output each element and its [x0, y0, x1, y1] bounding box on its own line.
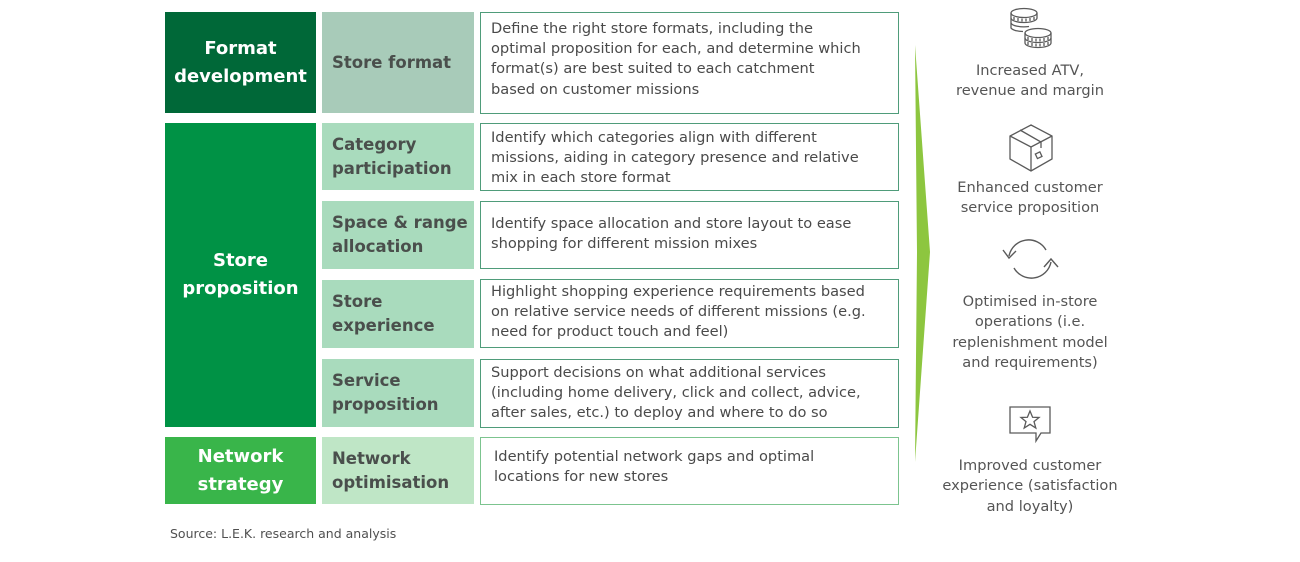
description-line: Support decisions on what additional ser… — [491, 364, 827, 381]
description-line: (including home delivery, click and coll… — [491, 384, 861, 402]
item-store-format: Store format — [322, 12, 474, 113]
item-label: proposition — [332, 395, 439, 414]
item-label: Space & range — [332, 213, 468, 232]
description-space-range-allocation: Identify space allocation and store layo… — [480, 201, 899, 269]
group-label-line: development — [174, 65, 307, 87]
star-speech-bubble-icon — [1009, 406, 1051, 444]
description-line: Define the right store formats, includin… — [491, 20, 813, 37]
item-label: experience — [332, 316, 435, 335]
outcome-line: service proposition — [960, 199, 1100, 217]
description-service-proposition: Support decisions on what additional ser… — [480, 359, 899, 428]
description-store-experience: Highlight shopping experience requiremen… — [480, 279, 899, 348]
coins-icon — [1010, 7, 1052, 49]
arrow-chevron-icon — [915, 45, 930, 462]
description-line: mix in each store format — [491, 169, 671, 187]
outcome-line: and loyalty) — [986, 497, 1074, 515]
outcome-line: Optimised in-store — [962, 293, 1098, 310]
group-label-line: strategy — [197, 473, 284, 495]
item-space-range-allocation: Space & range allocation — [322, 201, 474, 269]
group-label-line: Network — [197, 445, 284, 467]
description-line: Highlight shopping experience requiremen… — [491, 283, 865, 300]
outcome-optimised-operations: Optimised in-store operations (i.e. repl… — [930, 292, 1130, 373]
group-label-line: proposition — [182, 278, 299, 299]
item-label: participation — [332, 158, 452, 178]
outcome-line: replenishment model — [952, 333, 1108, 351]
outcome-line: operations (i.e. — [974, 313, 1086, 331]
item-label: Network — [332, 448, 411, 468]
description-line: format(s) are best suited to each catchm… — [491, 60, 815, 78]
description-network-optimisation: Identify potential network gaps and opti… — [480, 437, 899, 505]
item-store-experience: Store experience — [322, 280, 474, 348]
group-label-line: Store — [212, 250, 269, 271]
description-store-format: Define the right store formats, includin… — [480, 12, 899, 114]
description-line: on relative service needs of different m… — [491, 303, 866, 321]
description-line: Identify which categories align with dif… — [491, 129, 817, 146]
cycle-arrows-icon — [1002, 239, 1059, 279]
item-label: Store format — [332, 52, 452, 72]
item-label: optimisation — [332, 472, 450, 492]
outcome-line: Improved customer — [958, 457, 1102, 474]
description-line: shopping for different mission mixes — [491, 235, 758, 253]
description-line: based on customer missions — [491, 80, 700, 98]
box-icon — [1009, 124, 1053, 172]
group-label-line: Format — [204, 37, 277, 59]
group-store-proposition: Store proposition — [165, 123, 316, 427]
description-line: Identify potential network gaps and opti… — [494, 448, 815, 465]
description-line: after sales, etc.) to deploy and where t… — [491, 404, 828, 422]
description-line: locations for new stores — [494, 468, 669, 486]
item-network-optimisation: Network optimisation — [322, 437, 474, 504]
outcome-line: experience (satisfaction — [942, 477, 1118, 495]
group-format-development: Format development — [165, 12, 316, 113]
outcome-increased-atv: Increased ATV, revenue and margin — [930, 61, 1130, 102]
outcome-line: and requirements) — [962, 353, 1098, 371]
description-line: missions, aiding in category presence an… — [491, 149, 859, 167]
description-line: optimal proposition for each, and determ… — [491, 40, 861, 58]
source-note: Source: L.E.K. research and analysis — [170, 526, 397, 541]
outcome-improved-experience: Improved customer experience (satisfacti… — [930, 456, 1130, 517]
item-label: Category — [332, 134, 417, 154]
outcome-enhanced-service: Enhanced customer service proposition — [930, 178, 1130, 219]
item-category-participation: Category participation — [322, 123, 474, 190]
item-service-proposition: Service proposition — [322, 359, 474, 427]
group-network-strategy: Network strategy — [165, 437, 316, 504]
outcome-line: revenue and margin — [956, 82, 1104, 100]
item-label: allocation — [332, 237, 424, 256]
outcome-line: Increased ATV, — [975, 62, 1085, 79]
description-line: need for product touch and feel) — [491, 323, 729, 341]
description-line: Identify space allocation and store layo… — [491, 215, 852, 232]
item-label: Service — [332, 371, 401, 390]
outcome-line: Enhanced customer — [957, 179, 1103, 196]
item-label: Store — [332, 292, 383, 311]
description-category-participation: Identify which categories align with dif… — [480, 123, 899, 191]
